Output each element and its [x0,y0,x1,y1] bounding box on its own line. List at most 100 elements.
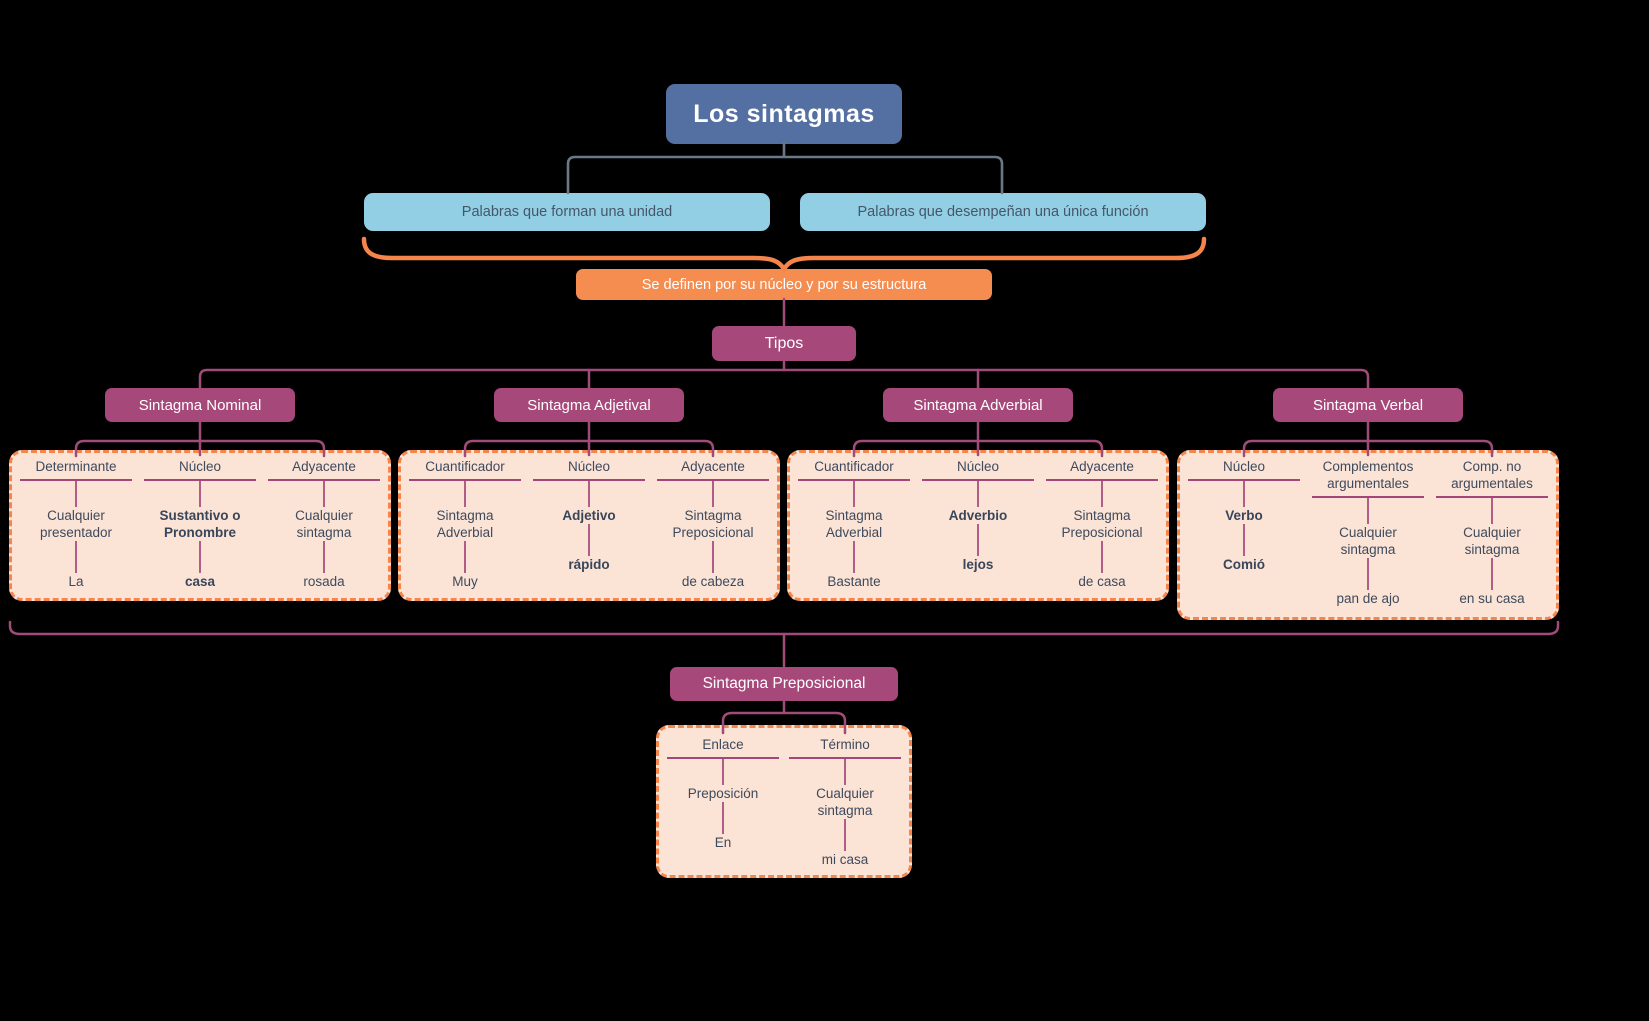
gray-connector [566,141,1004,195]
column-underline [789,757,901,759]
branch-title: Sintagma Adverbial [913,396,1043,414]
unit-left-label: Palabras que forman una unidad [461,204,673,220]
definition-node: Se definen por su núcleo y por su estruc… [576,269,992,300]
column-tick [1367,498,1369,524]
column-tick [722,759,724,785]
curly-brace [361,236,1207,274]
column-adyacente: Adyacente Sintagma Preposicional de cabe… [649,458,777,590]
column-nucleo: Núcleo Sustantivo o Pronombre casa [136,458,264,590]
column-leaf: rosada [303,574,345,589]
column-underline [20,479,132,481]
column-leaf: mi casa [821,852,869,867]
column-head: Núcleo [178,459,222,474]
column-tick [464,481,466,507]
column-head: Comp. no argumentales [1451,459,1533,491]
column-mid: Sintagma Preposicional [1061,508,1143,540]
column-leaf: Muy [452,574,478,589]
column-cuantificador: Cuantificador Sintagma Adverbial Bastant… [790,458,918,590]
column-complementos-argumentales: Complementos argumentales Cualquier sint… [1304,458,1432,607]
column-mid: Preposición [687,786,759,801]
unit-node-left: Palabras que forman una unidad [364,193,770,231]
prepositional-title: Sintagma Preposicional [702,675,866,692]
column-tick [853,481,855,507]
column-leaf: en su casa [1459,591,1525,606]
column-tick [1491,558,1493,590]
branch-title: Sintagma Nominal [138,396,262,414]
branch-title: Sintagma Adjetival [527,396,651,414]
column-nucleo: Núcleo Verbo Comió [1180,458,1308,573]
column-tick [1243,524,1245,556]
column-tick [712,541,714,573]
column-underline [667,757,779,759]
column-enlace: Enlace Preposición En [662,736,784,851]
column-leaf: de cabeza [681,574,745,589]
column-underline [533,479,645,481]
column-mid: Sintagma Adverbial [436,508,494,540]
column-nucleo: Núcleo Adjetivo rápido [525,458,653,573]
branch-header-adverbial: Sintagma Adverbial [883,388,1073,422]
column-head: Determinante [35,459,117,474]
prepositional-header: Sintagma Preposicional [670,667,898,701]
column-tick [977,524,979,556]
column-tick [464,541,466,573]
column-underline [268,479,380,481]
column-head: Cuantificador [425,459,505,474]
column-mid: Cualquier sintagma [295,508,353,540]
column-tick [853,541,855,573]
column-mid: Adjetivo [562,508,616,523]
column-leaf: rápido [568,557,610,572]
column-tick [722,802,724,834]
root-title: Los sintagmas [693,99,875,128]
column-mid: Adverbio [948,508,1008,523]
tipos-node: Tipos [712,326,856,361]
branch-box-verbal [1177,450,1559,620]
column-leaf: casa [184,574,216,589]
column-leaf: Comió [1223,557,1265,572]
column-tick [75,541,77,573]
column-head: Término [820,737,870,752]
unit-right-label: Palabras que desempeñan una única funció… [857,204,1149,220]
column-tick [1491,498,1493,524]
column-mid: Cualquier sintagma [1463,525,1521,557]
column-termino: Término Cualquier sintagma mi casa [784,736,906,868]
column-nucleo: Núcleo Adverbio lejos [914,458,1042,573]
column-tick [588,524,590,556]
column-adyacente: Adyacente Sintagma Preposicional de casa [1038,458,1166,590]
column-underline [1312,496,1424,498]
column-tick [1243,481,1245,507]
tipos-label: Tipos [764,334,804,352]
column-underline [922,479,1034,481]
column-leaf: En [714,835,732,850]
column-leaf: La [68,574,84,589]
column-tick [1101,481,1103,507]
column-tick [977,481,979,507]
column-underline [1188,479,1300,481]
column-leaf: lejos [962,557,994,572]
column-cuantificador: Cuantificador Sintagma Adverbial Muy [401,458,529,590]
column-tick [75,481,77,507]
column-tick [712,481,714,507]
column-underline [1436,496,1548,498]
column-head: Enlace [702,737,744,752]
column-mid: Cualquier sintagma [1339,525,1397,557]
column-head: Adyacente [292,459,356,474]
column-head: Adyacente [681,459,745,474]
definition-label: Se definen por su núcleo y por su estruc… [641,276,927,293]
column-tick [199,481,201,507]
column-comp-no-argumentales: Comp. no argumentales Cualquier sintagma… [1428,458,1556,607]
column-mid: Cualquier sintagma [816,786,874,818]
column-tick [844,819,846,851]
column-tick [588,481,590,507]
unit-node-right: Palabras que desempeñan una única funció… [800,193,1206,231]
column-mid: Cualquier presentador [39,508,113,540]
branch-header-verbal: Sintagma Verbal [1273,388,1463,422]
column-tick [1101,541,1103,573]
column-head: Cuantificador [814,459,894,474]
column-head: Núcleo [956,459,1000,474]
column-underline [798,479,910,481]
column-underline [1046,479,1158,481]
column-mid: Sustantivo o Pronombre [159,508,241,540]
branch-header-adjetival: Sintagma Adjetival [494,388,684,422]
column-adyacente: Adyacente Cualquier sintagma rosada [260,458,388,590]
